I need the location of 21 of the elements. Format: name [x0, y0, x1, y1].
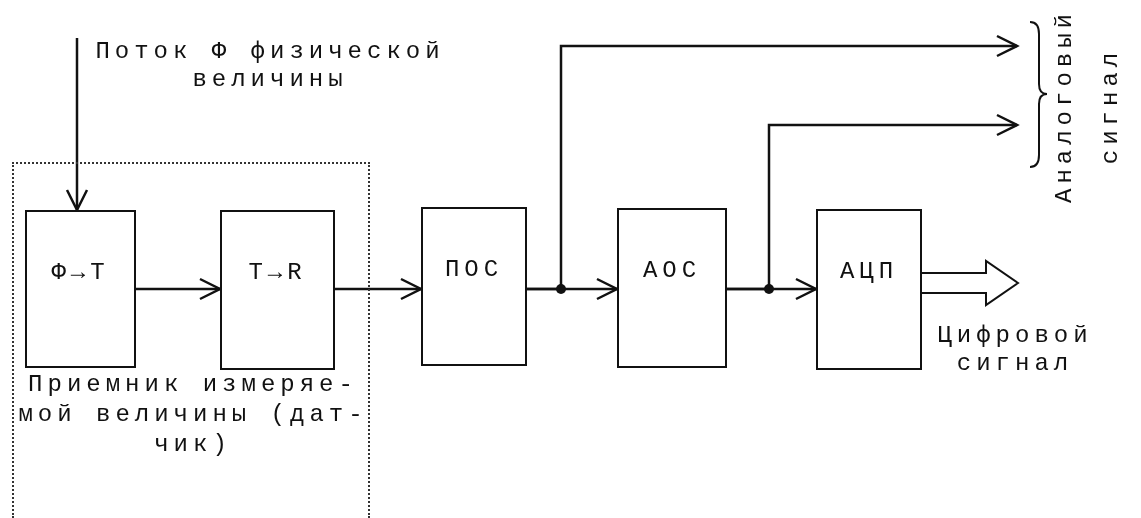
block-label: АЦП: [838, 257, 900, 287]
edge-label: Цифровой сигнал: [936, 322, 1094, 378]
arrow: [335, 277, 423, 301]
block-label: ПОС: [443, 255, 505, 285]
block-label: АОС: [641, 256, 703, 286]
arrow: [727, 113, 1019, 291]
edge-label: Поток Ф физической величины: [95, 38, 445, 94]
block-label: T→R: [247, 258, 308, 288]
hollow-arrow: [921, 259, 1020, 307]
arrow: [65, 38, 89, 212]
block-box: [220, 210, 335, 370]
block-box: [617, 208, 727, 368]
block-box: [816, 209, 922, 370]
vertical-label: Аналоговый сигнал: [1050, 8, 1125, 205]
block-label: Ф→T: [50, 258, 111, 288]
arrow: [527, 34, 1019, 291]
sensor-group-frame: [12, 162, 370, 518]
group-caption: Приемник измеряе- мой величины (дат- чик): [18, 370, 368, 460]
block-box: [25, 210, 136, 368]
block-box: [421, 207, 527, 366]
arrow: [136, 277, 222, 301]
